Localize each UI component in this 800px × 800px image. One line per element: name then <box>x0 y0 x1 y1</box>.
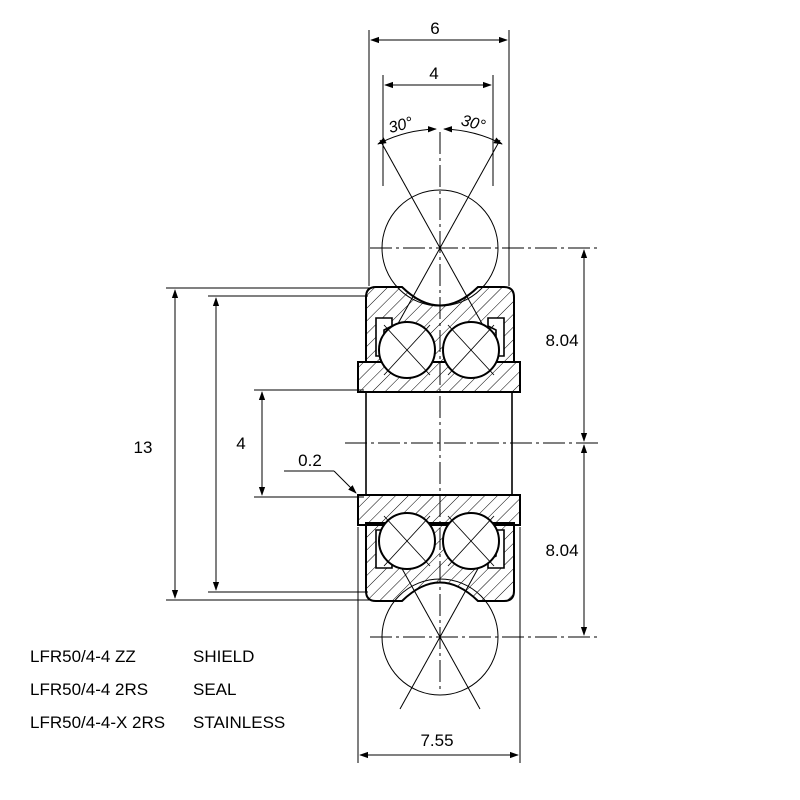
dim-outer-diameter-label: 13 <box>134 438 153 457</box>
part-row: LFR50/4-4 ZZ SHIELD <box>30 645 360 678</box>
dim-inner-reference <box>208 295 368 593</box>
dim-bore-diameter <box>254 389 364 498</box>
dim-inner-ring-width <box>357 527 521 763</box>
dim-angles <box>377 126 503 145</box>
bore-outline <box>365 392 513 495</box>
inner-ring-lower <box>357 494 521 526</box>
dim-chamfer <box>284 470 357 494</box>
ball-lower-left <box>378 512 436 570</box>
part-code: LFR50/4-4 ZZ <box>30 647 136 666</box>
inner-ring-upper <box>357 361 521 393</box>
part-row: LFR50/4-4-X 2RS STAINLESS <box>30 711 360 744</box>
ball-upper-right <box>442 321 500 379</box>
angle-left-label: 30° <box>387 114 415 137</box>
dim-inner-ring-width-label: 7.55 <box>420 731 453 750</box>
angle-right-label: 30° <box>459 112 487 135</box>
dim-chamfer-label: 0.2 <box>298 451 322 470</box>
ball-upper-left <box>378 321 436 379</box>
dim-groove-width-label: 4 <box>429 64 438 83</box>
dim-upper-radius-label: 8.04 <box>545 331 578 350</box>
ball-lower-right <box>442 512 500 570</box>
part-row: LFR50/4-4 2RS SEAL <box>30 678 360 711</box>
dim-lower-radius-label: 8.04 <box>545 541 578 560</box>
part-code: LFR50/4-4 2RS <box>30 680 149 699</box>
dim-outer-diameter <box>166 287 372 601</box>
part-list: LFR50/4-4 ZZ SHIELD LFR50/4-4 2RS SEAL LFR… <box>30 645 360 744</box>
dim-bore-diameter-label: 4 <box>236 434 245 453</box>
part-code: LFR50/4-4-X 2RS <box>30 713 166 732</box>
center-lines <box>345 132 600 690</box>
part-type: STAINLESS <box>193 713 286 732</box>
dim-overall-width <box>368 30 510 286</box>
part-type: SHIELD <box>193 647 255 666</box>
dim-overall-width-label: 6 <box>430 19 439 38</box>
part-type: SEAL <box>193 680 237 699</box>
